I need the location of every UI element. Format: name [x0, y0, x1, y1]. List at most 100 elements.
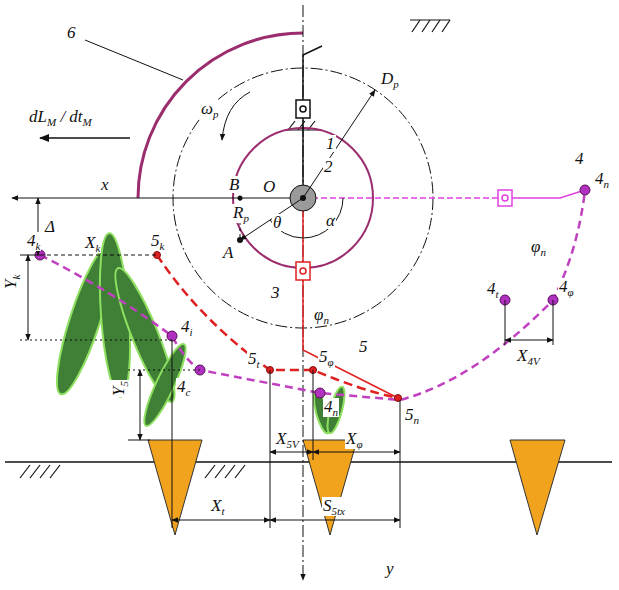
- drawing-g: [20, 20, 450, 478]
- drawing-line: [172, 340, 173, 528]
- drawing-line: [553, 300, 554, 345]
- subscript: k: [95, 242, 100, 254]
- subscript: t: [221, 505, 224, 517]
- drawing-line: [50, 465, 60, 478]
- symbol-text: 5: [359, 337, 368, 356]
- symbol-label: Dp: [380, 70, 400, 89]
- drawing-rect: [296, 100, 310, 118]
- symbol-label: x: [100, 176, 110, 193]
- subscript: 5tx: [332, 505, 345, 517]
- symbol-text: y: [386, 559, 394, 578]
- drawing-path: [157, 255, 398, 398]
- symbol-label: S5tx: [322, 497, 346, 516]
- drawing-line: [422, 20, 430, 32]
- drawing-line: [85, 40, 183, 80]
- subscript: 5V: [286, 438, 298, 450]
- symbol-label: 4t: [486, 280, 500, 299]
- drawing-rect: [296, 262, 310, 280]
- subscript: n: [604, 178, 610, 190]
- symbol-text: φ: [314, 305, 323, 324]
- symbol-label: y: [385, 560, 395, 577]
- subscript: c: [186, 386, 191, 398]
- subscript: M: [47, 116, 56, 128]
- drawing-g: [35, 185, 590, 398]
- subscript: φ: [328, 356, 334, 368]
- subscript: φ: [356, 438, 362, 450]
- drawing-g: [154, 252, 402, 402]
- symbol-text: X: [276, 429, 286, 448]
- symbol-text: 5: [151, 231, 160, 250]
- symbol-label: 5: [358, 338, 369, 355]
- symbol-label: 2: [323, 158, 334, 175]
- symbol-label: Xφ: [345, 430, 363, 449]
- symbol-text: Y: [1, 280, 20, 289]
- subscript: 4V: [527, 355, 539, 367]
- symbol-text: 4: [575, 149, 584, 168]
- drawing-line: [128, 370, 200, 371]
- symbol-text: O: [263, 177, 275, 196]
- subscript: n: [414, 414, 420, 426]
- symbol-label: 5k: [150, 232, 165, 251]
- symbol-text: ω: [201, 99, 213, 118]
- subscript: M: [83, 116, 92, 128]
- symbol-text: R: [233, 203, 243, 222]
- symbol-label: dLM / dtM: [28, 108, 93, 127]
- subscript: t: [257, 358, 260, 370]
- symbol-text: 6: [67, 23, 76, 42]
- symbol-text: B: [229, 175, 239, 194]
- symbol-label: Xt: [210, 497, 225, 516]
- drawing-line: [12, 198, 303, 199]
- drawing-path: [40, 190, 585, 400]
- symbol-label: φn: [313, 306, 330, 325]
- subscript: t: [496, 288, 499, 300]
- symbol-text: dL: [29, 107, 47, 126]
- drawing-path: [303, 198, 343, 238]
- symbol-label: 4φ: [558, 278, 575, 297]
- symbol-label: X5V: [275, 430, 300, 449]
- symbol-text: X: [85, 233, 95, 252]
- drawing-line: [205, 465, 215, 478]
- drawing-line: [225, 465, 235, 478]
- symbol-text: A: [223, 243, 233, 262]
- symbol-text: Y: [109, 387, 128, 396]
- drawing-polyline: [303, 280, 398, 398]
- drawing-g: [148, 440, 565, 535]
- drawing-line: [313, 370, 314, 460]
- drawing-line: [140, 370, 141, 440]
- symbol-label: Δ: [44, 218, 56, 235]
- symbol-text: θ: [273, 213, 281, 232]
- symbol-label: φn: [530, 238, 547, 257]
- drawing-line: [412, 20, 420, 32]
- symbol-label: 4n: [323, 398, 339, 417]
- drawing-polygon: [510, 440, 565, 535]
- symbol-label: Y5: [110, 380, 129, 397]
- drawing-line: [20, 255, 40, 256]
- drawing-line: [270, 370, 271, 528]
- drawing-line: [505, 340, 553, 341]
- subscript: k: [36, 240, 41, 252]
- subscript: p: [243, 212, 249, 224]
- symbol-text: 3: [271, 283, 280, 302]
- drawing-polyline: [303, 46, 322, 100]
- subscript: i: [190, 326, 193, 338]
- symbol-text: 4: [181, 317, 190, 336]
- symbol-text: 5: [319, 347, 328, 366]
- drawing-line: [442, 20, 450, 32]
- drawing-line: [505, 300, 506, 345]
- symbol-label: 4c: [176, 378, 191, 397]
- drawing-circle: [238, 196, 243, 201]
- symbol-text: D: [381, 69, 393, 88]
- symbol-label: Xk: [84, 234, 101, 253]
- drawing-circle: [580, 185, 590, 195]
- symbol-text: X: [211, 496, 221, 515]
- drawing-line: [40, 255, 157, 256]
- drawing-line: [172, 520, 270, 521]
- drawing-line: [40, 137, 130, 139]
- symbol-label: Yk: [2, 274, 21, 290]
- drawing-circle: [502, 195, 508, 201]
- subscript: φ: [568, 286, 574, 298]
- drawing-path: [222, 92, 250, 140]
- symbol-label: 5φ: [318, 348, 335, 367]
- symbol-text: 2: [324, 157, 333, 176]
